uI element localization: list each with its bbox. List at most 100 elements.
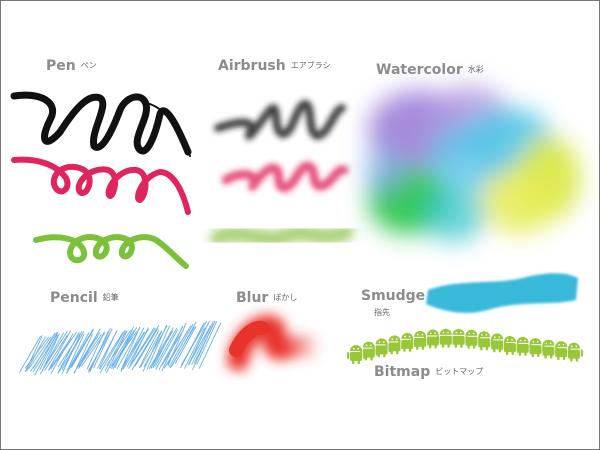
pencil-hatch-line bbox=[67, 333, 85, 371]
android-icon bbox=[449, 328, 468, 348]
pencil-hatch-line bbox=[105, 330, 128, 374]
pencil-hatch-line bbox=[86, 331, 105, 370]
pencil-hatch-line bbox=[155, 329, 179, 370]
pen-black-stroke bbox=[10, 91, 192, 157]
pencil-hatch-line bbox=[120, 327, 145, 373]
pencil-hatch-line bbox=[158, 326, 184, 371]
pencil-hatch-line bbox=[138, 329, 160, 369]
pencil-hatch-line bbox=[150, 325, 171, 369]
pencil-hatch-line bbox=[129, 327, 149, 365]
pencil-hatch-line bbox=[168, 323, 194, 368]
pencil-hatch-line bbox=[19, 335, 42, 373]
pencil-hatch-line bbox=[88, 327, 112, 373]
pencil-hatch-line bbox=[30, 331, 58, 372]
watercolor-blob bbox=[364, 86, 580, 242]
pencil-hatch-line bbox=[193, 320, 216, 364]
android-icon bbox=[372, 338, 391, 358]
smudge-stroke bbox=[426, 273, 578, 313]
pencil-hatch-line bbox=[42, 333, 60, 371]
pencil-hatching bbox=[19, 320, 222, 376]
blur-stroke bbox=[227, 314, 331, 371]
pencil-hatch-line bbox=[42, 331, 68, 370]
pencil-hatch-line bbox=[180, 321, 207, 366]
smudge-label: Smudge bbox=[361, 288, 426, 304]
pencil-hatch-line bbox=[70, 329, 94, 367]
android-icon bbox=[565, 342, 583, 362]
airbrush-black-stroke bbox=[214, 100, 346, 140]
android-icon bbox=[385, 335, 404, 355]
pen-green-stroke bbox=[33, 234, 189, 269]
pencil-hatch-line bbox=[191, 320, 214, 365]
pencil-hatch-line bbox=[174, 326, 197, 364]
android-icon bbox=[462, 329, 481, 349]
android-icon bbox=[411, 330, 430, 350]
android-icon bbox=[398, 332, 417, 352]
smudge-jp-label: 指先 bbox=[374, 308, 390, 317]
pencil-hatch-line bbox=[93, 328, 113, 369]
pencil-hatch-line bbox=[50, 331, 78, 370]
bitmap-android-stroke bbox=[347, 328, 583, 364]
pencil-hatch-line bbox=[106, 329, 132, 367]
pencil-hatch-line bbox=[188, 325, 212, 364]
pencil-hatch-line bbox=[112, 327, 137, 370]
android-icon bbox=[359, 341, 378, 361]
pencil-hatch-line bbox=[73, 333, 93, 374]
pencil-hatch-line bbox=[129, 327, 155, 367]
pencil-hatch-line bbox=[114, 326, 135, 369]
android-icon bbox=[539, 339, 558, 359]
pencil-hatch-line bbox=[39, 334, 59, 371]
pencil-hatch-line bbox=[143, 325, 168, 367]
pencil-hatch-line bbox=[28, 336, 52, 370]
android-icon bbox=[436, 328, 455, 348]
pencil-hatch-line bbox=[188, 320, 210, 365]
pencil-hatch-line bbox=[99, 331, 124, 370]
pencil-hatch-line bbox=[131, 325, 160, 371]
pencil-hatch-line bbox=[65, 332, 90, 374]
pencil-hatch-line bbox=[99, 330, 126, 374]
android-icon bbox=[552, 341, 571, 361]
pencil-hatch-line bbox=[161, 329, 184, 367]
pencil-hatch-line bbox=[109, 331, 133, 369]
pencil-hatch-line bbox=[134, 328, 158, 367]
android-icon bbox=[347, 345, 365, 364]
android-icon bbox=[423, 329, 442, 349]
pencil-hatch-line bbox=[34, 332, 59, 376]
pen-pink-stroke bbox=[11, 156, 191, 215]
pencil-hatch-line bbox=[167, 325, 192, 365]
pencil-hatch-line bbox=[152, 327, 174, 369]
android-icon bbox=[526, 338, 545, 358]
pencil-hatch-line bbox=[24, 336, 50, 369]
pencil-hatch-line bbox=[140, 330, 163, 368]
airbrush-green-stroke bbox=[210, 224, 354, 247]
pencil-hatch-line bbox=[120, 326, 141, 371]
pencil-hatch-line bbox=[116, 332, 138, 370]
pencil-hatch-line bbox=[98, 331, 117, 369]
pencil-hatch-line bbox=[154, 327, 178, 367]
pencil-hatch-line bbox=[171, 321, 197, 368]
pencil-hatch-line bbox=[61, 331, 83, 375]
pencil-hatch-line bbox=[57, 333, 81, 368]
android-icon bbox=[488, 333, 507, 353]
pencil-hatch-line bbox=[104, 330, 127, 372]
pencil-hatch-line bbox=[122, 331, 145, 367]
pencil-hatch-line bbox=[196, 321, 218, 365]
pencil-hatch-line bbox=[122, 331, 146, 370]
pencil-hatch-line bbox=[184, 327, 205, 369]
pencil-hatch-line bbox=[78, 334, 102, 368]
android-icon bbox=[513, 336, 532, 356]
android-icon bbox=[500, 336, 519, 355]
pencil-hatch-line bbox=[198, 322, 222, 369]
pencil-hatch-line bbox=[44, 335, 68, 371]
pencil-hatch-line bbox=[24, 335, 43, 373]
pencil-hatch-line bbox=[57, 331, 80, 374]
airbrush-pink-stroke bbox=[221, 161, 349, 193]
android-icon bbox=[475, 331, 494, 351]
pencil-hatch-line bbox=[148, 330, 173, 369]
